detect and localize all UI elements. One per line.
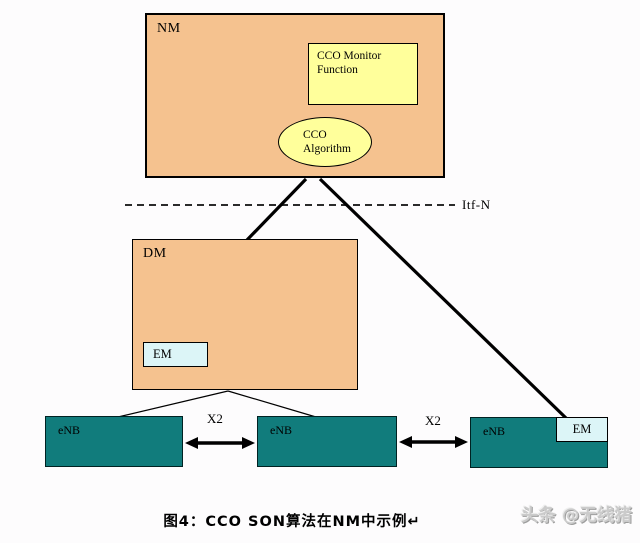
nm-dm-link-line xyxy=(245,177,308,242)
nm-em-link-line xyxy=(318,177,569,421)
enb-left-node: eNB xyxy=(45,416,183,467)
x2-arrow-left xyxy=(185,437,255,449)
x2-right-label: X2 xyxy=(425,413,441,428)
enb-middle-label: eNB xyxy=(270,423,292,437)
figure-caption: 图4：CCO SON算法在NM中示例↵ xyxy=(163,514,421,530)
cco-algorithm-label-line2: Algorithm xyxy=(303,143,351,155)
enb-right-node: eNB xyxy=(470,417,608,468)
x2-arrow-right xyxy=(399,436,468,448)
dm-em-label: EM xyxy=(153,347,172,361)
dm-enb-left-link-line xyxy=(117,390,229,418)
enb-left-label: eNB xyxy=(58,423,80,437)
enb-em-node: EM xyxy=(556,417,608,442)
cco-monitor-function-node: CCO Monitor Function xyxy=(308,43,418,105)
itf-n-label: Itf-N xyxy=(462,197,491,212)
dm-label: DM xyxy=(143,246,167,261)
watermark-text: 头条 @无线猪 xyxy=(520,506,632,526)
nm-label: NM xyxy=(157,21,181,36)
dm-enb-middle-link-line xyxy=(227,390,317,418)
dm-em-node: EM xyxy=(143,342,208,367)
cco-monitor-function-label: CCO Monitor Function xyxy=(317,50,382,77)
x2-left-label: X2 xyxy=(207,411,223,426)
cco-algorithm-node: CCO Algorithm xyxy=(278,117,372,167)
enb-middle-node: eNB xyxy=(257,416,397,467)
enb-right-label: eNB xyxy=(483,424,505,438)
dm-node: DM xyxy=(132,239,358,390)
cco-algorithm-label-line1: CCO xyxy=(303,128,327,141)
enb-em-label: EM xyxy=(572,422,592,436)
